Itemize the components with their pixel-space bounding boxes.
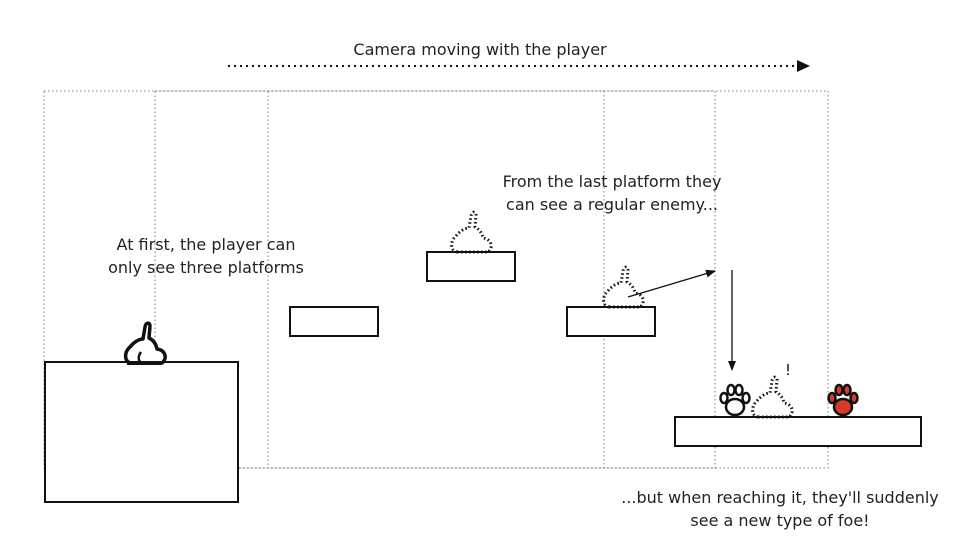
camera-frames (43, 90, 829, 469)
caption-start: At first, the player can only see three … (108, 233, 304, 279)
dotted-rabbit-icon (450, 210, 493, 254)
camera-frame-end (267, 90, 829, 469)
ground-platform (44, 361, 239, 503)
caption-start-line-1: At first, the player can (116, 235, 296, 254)
caption-middle-line-2: can see a regular enemy... (506, 195, 718, 214)
camera-label: Camera moving with the player (353, 40, 607, 59)
sight-arrow (627, 269, 716, 298)
caption-end: ...but when reaching it, they'll suddenl… (621, 486, 939, 532)
platform-1 (289, 306, 379, 337)
platform-3 (566, 306, 656, 337)
caption-middle-line-1: From the last platform they (502, 172, 722, 191)
camera-frame-mid (154, 90, 716, 469)
camera-arrowhead-icon (797, 60, 810, 72)
caption-end-line-1: ...but when reaching it, they'll suddenl… (621, 488, 939, 507)
caption-end-line-2: see a new type of foe! (690, 511, 870, 530)
platform-2 (426, 251, 516, 282)
caption-start-line-2: only see three platforms (108, 258, 304, 277)
enemy-platform (674, 416, 922, 447)
exclamation-mark: ! (785, 361, 791, 379)
dotted-rabbit-icon (602, 265, 645, 309)
caption-middle: From the last platform they can see a re… (503, 170, 722, 216)
red-paw-icon (827, 383, 859, 417)
rabbit-icon (123, 321, 167, 365)
platforms (44, 251, 922, 503)
dotted-rabbit-icon (751, 375, 794, 419)
white-paw-icon (719, 383, 751, 417)
